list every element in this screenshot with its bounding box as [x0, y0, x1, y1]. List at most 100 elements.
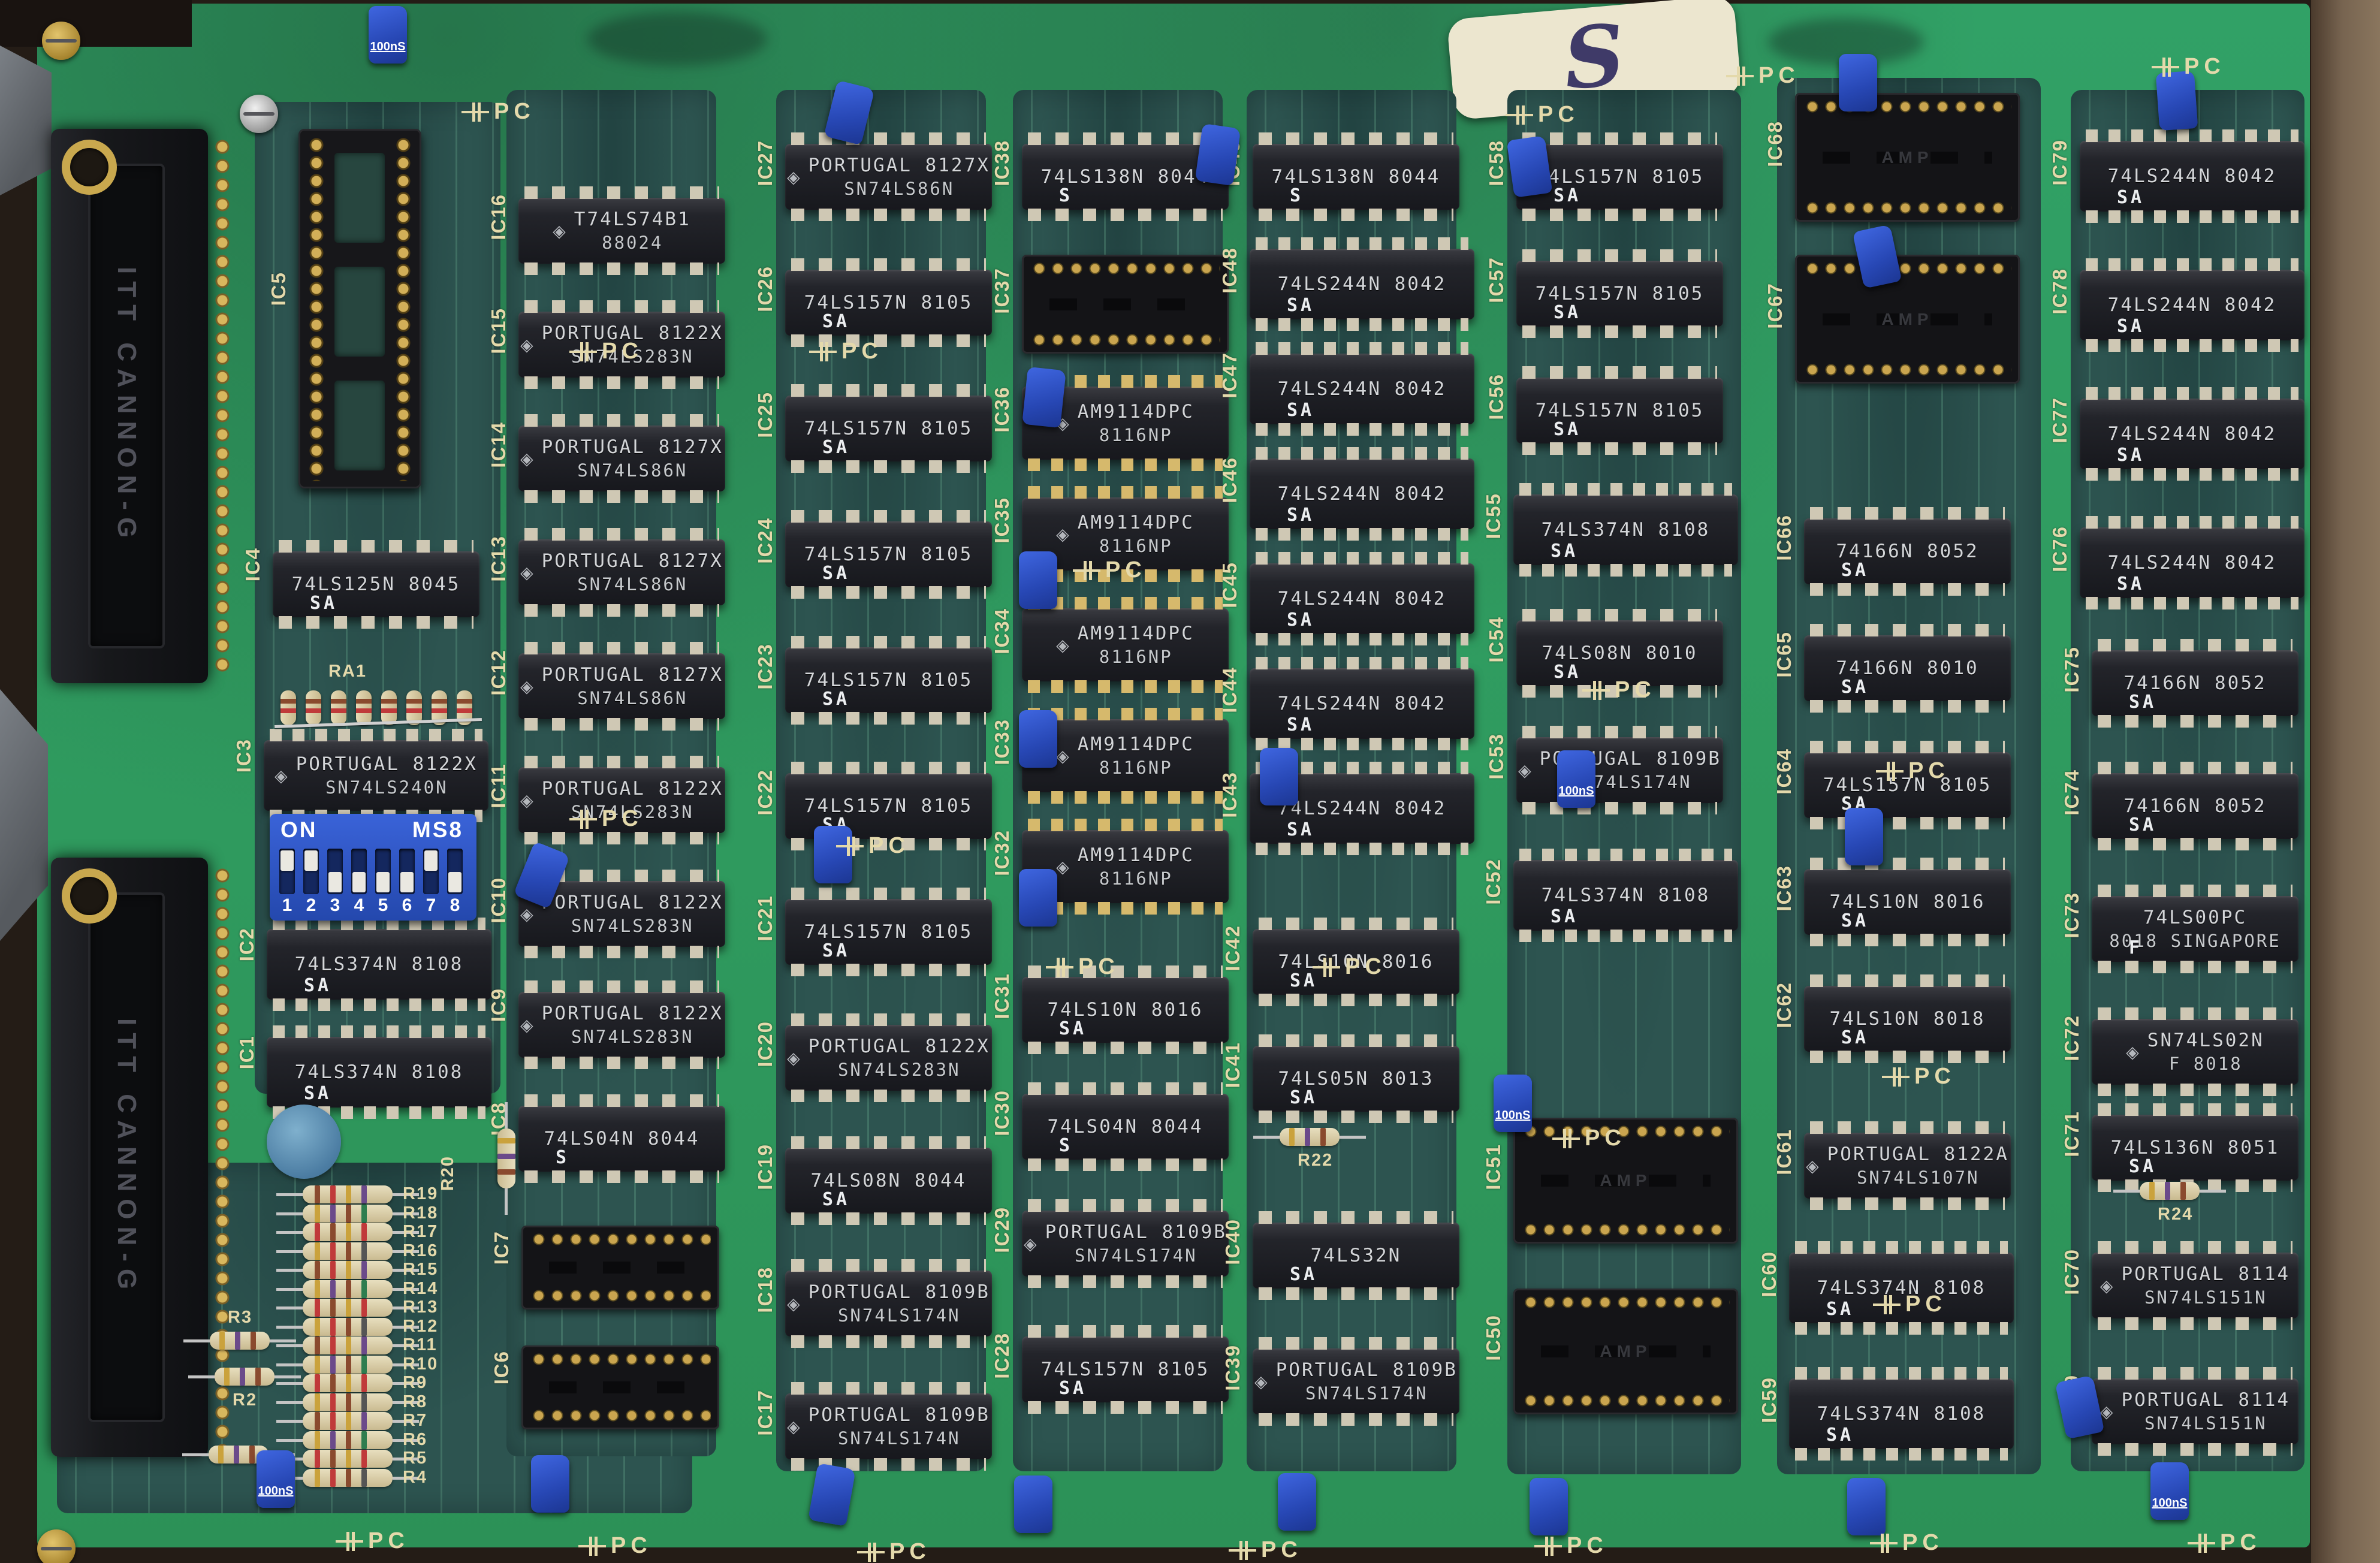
chip-text: 74LS08N 8044 — [811, 1170, 967, 1191]
ic-label-IC64: IC64 — [1773, 748, 1795, 795]
resistor-band — [361, 1223, 367, 1241]
ic-label-IC51: IC51 — [1482, 1143, 1504, 1190]
manufacturer-logo-icon: ◈ — [787, 1294, 800, 1313]
chip-text: 74LS157N 8105 — [1823, 774, 1992, 796]
resistor-band — [497, 1154, 515, 1159]
pc-silkscreen-label: PC — [569, 806, 643, 832]
capacitor — [1022, 366, 1066, 429]
ic-label-IC77: IC77 — [2049, 397, 2071, 443]
chip-text: 74LS157N 8105 — [804, 418, 973, 439]
capacitor-symbol-icon — [1534, 1536, 1562, 1556]
manufacturer-logo-icon: ◈ — [1254, 1372, 1268, 1391]
chip-date-code: 8018 SINGAPORE — [2109, 931, 2281, 951]
chip-part-number: 74LS136N 8051 — [2110, 1137, 2280, 1158]
resistor-band — [346, 1450, 351, 1468]
bar — [2198, 1533, 2201, 1553]
screw-slot — [243, 112, 275, 116]
board-stain — [587, 12, 767, 66]
ic-label-IC1: IC1 — [236, 1035, 258, 1070]
resistor-band — [235, 1332, 240, 1350]
bar — [1323, 957, 1326, 977]
bar — [2168, 57, 2171, 77]
band — [432, 708, 447, 713]
resistor-label-R24: R24 — [2158, 1205, 2194, 1224]
dip-number: 3 — [330, 895, 340, 915]
chip-pins — [1256, 738, 1468, 750]
socket-holes — [1541, 1175, 1711, 1187]
resistor-label-R14: R14 — [403, 1278, 439, 1298]
resistor-label-R17: R17 — [403, 1222, 439, 1241]
bar — [472, 102, 475, 122]
bar — [1057, 957, 1060, 977]
chip-pins — [1259, 994, 1453, 1006]
chip-pins — [1028, 708, 1223, 720]
resistor-band — [2149, 1182, 2155, 1200]
capacitor — [1845, 808, 1883, 865]
chip-mark: SA — [1059, 1378, 1087, 1399]
resistor-array-element — [280, 690, 296, 725]
chip-pins — [1519, 564, 1732, 577]
ic-label-IC57: IC57 — [1485, 257, 1507, 303]
chip-pins — [2086, 210, 2298, 223]
chip-pins — [273, 918, 485, 930]
manufacturer-logo-icon: ◈ — [520, 563, 533, 582]
chip-pins — [1259, 1111, 1453, 1123]
ic-label-IC19: IC19 — [754, 1143, 776, 1190]
resistor-band — [315, 1242, 320, 1260]
resistor-R24 — [2113, 1182, 2226, 1200]
socket-pin-row — [1803, 361, 2011, 379]
resistor-band — [346, 1261, 351, 1279]
ic-label-IC20: IC20 — [754, 1021, 776, 1067]
socket-holes — [1541, 1345, 1711, 1357]
pc-silkscreen-label: PC — [336, 1528, 409, 1554]
chip-pins — [791, 964, 986, 976]
chip-date-code: SN74LS86N — [577, 574, 688, 595]
dip-slider-3 — [327, 849, 343, 894]
pc-silkscreen-label: PC — [1582, 677, 1656, 703]
ic-label-IC14: IC14 — [487, 421, 509, 468]
chip-mark: SA — [304, 975, 332, 996]
band — [457, 708, 472, 713]
chip-mark: SA — [1841, 910, 1869, 931]
resistor-band — [330, 1412, 336, 1430]
capacitor-symbol-icon — [1582, 680, 1610, 700]
resistor-band — [346, 1280, 351, 1298]
chip-part-number: 74LS157N 8105 — [804, 921, 973, 943]
chip-body: 74LS244N 8042 — [1272, 693, 1453, 714]
resistor-label-R20: R20 — [438, 1155, 457, 1191]
chip-mark: SA — [2129, 692, 2157, 713]
pc-text: PC — [602, 806, 643, 831]
chip-part-number: 74166N 8052 — [2123, 672, 2267, 694]
bar — [1737, 66, 1740, 86]
ic-label-IC54: IC54 — [1485, 616, 1507, 663]
ic-label-IC15: IC15 — [487, 307, 509, 354]
chip-mark: F — [2129, 937, 2143, 958]
ic-label-IC75: IC75 — [2061, 646, 2083, 693]
ic-label-IC37: IC37 — [991, 267, 1013, 314]
chip-pins — [1028, 597, 1223, 609]
chip-text: 74166N 8010 — [1836, 657, 1978, 679]
chip-pins — [791, 586, 986, 599]
ic-label-IC36: IC36 — [991, 386, 1013, 433]
pc-silkscreen-label: PC — [2188, 1530, 2261, 1556]
pc-silkscreen-label: PC — [2152, 54, 2225, 80]
socket-pin-row — [530, 1350, 711, 1368]
chip-mark: SA — [822, 689, 850, 710]
